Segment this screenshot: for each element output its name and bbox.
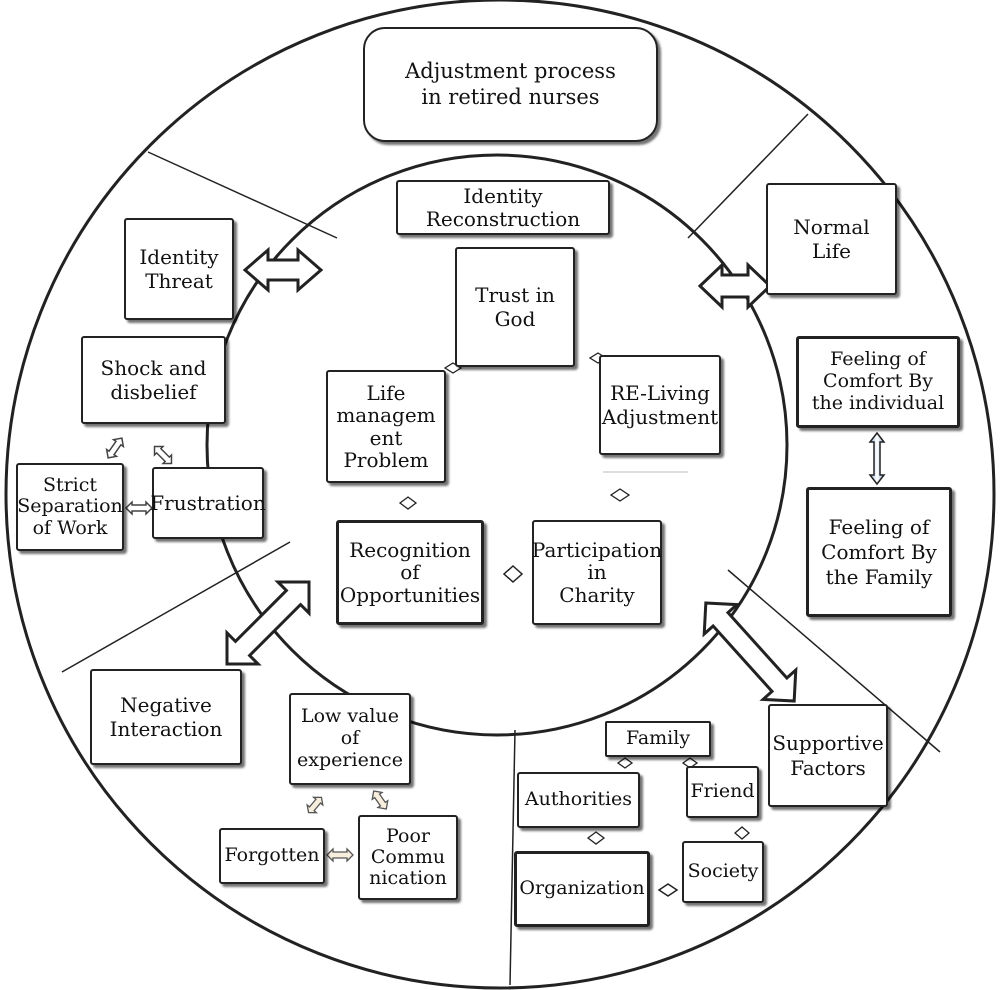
authorities-text: Authorities (524, 788, 633, 811)
frustration-box: Frustration (150, 467, 266, 539)
diamond-connector (734, 826, 750, 840)
inner-circle (205, 153, 789, 737)
forgotten-text: Forgotten (224, 844, 320, 867)
double-arrow-comfort (868, 431, 886, 486)
charity-text: Participation in Charity (531, 537, 663, 607)
normal-life-box: Normal Life (766, 183, 897, 295)
low-value-text: Low value of experience (297, 705, 403, 771)
double-arrow-negative-interaction (225, 580, 311, 666)
identity-threat-box: Identity Threat (124, 218, 234, 320)
arrow-shock-frustration (153, 445, 173, 465)
negative-interaction-box: Negative Interaction (90, 669, 242, 765)
double-arrow-normal-life (697, 261, 773, 311)
comfort-family-text: Feeling of Comfort By the Family (821, 514, 937, 589)
friend-text: Friend (690, 780, 755, 803)
diamond-connector (657, 883, 679, 897)
life-management-box: Life managem ent Problem (326, 370, 446, 483)
shock-text: Shock and disbelief (100, 355, 207, 404)
arrow-forgotten-poorcomm (326, 847, 354, 863)
reliving-adjustment-box: RE-Living Adjustment (599, 355, 721, 455)
diamond-connector (609, 488, 631, 502)
divider-top-left (147, 151, 338, 239)
family-text: Family (625, 727, 691, 750)
family-box: Family (605, 721, 711, 757)
strict-separation-text: Strict Separation of Work (17, 474, 123, 539)
title-text: Adjustment process in retired nurses (405, 58, 616, 109)
arrow-shock-strict (105, 437, 125, 459)
comfort-individual-box: Feeling of Comfort By the individual (796, 336, 960, 428)
divider-right (727, 569, 941, 753)
identity-reconstruction-text: Identity Reconstruction (425, 183, 581, 231)
poor-communication-text: Poor Commu nication (369, 824, 447, 890)
friend-box: Friend (686, 766, 759, 818)
title-box: Adjustment process in retired nurses (363, 27, 658, 142)
comfort-individual-text: Feeling of Comfort By the individual (811, 348, 945, 414)
organization-text: Organization (519, 877, 645, 900)
diamond-connector (398, 496, 418, 510)
double-arrow-identity-threat (242, 246, 324, 294)
frustration-text: Frustration (150, 490, 266, 515)
reliving-adjustment-text: RE-Living Adjustment (601, 380, 719, 429)
identity-reconstruction-box: Identity Reconstruction (396, 180, 610, 235)
forgotten-box: Forgotten (219, 828, 325, 884)
identity-threat-text: Identity Threat (139, 244, 219, 293)
outer-circle (4, 0, 996, 990)
negative-interaction-text: Negative Interaction (109, 692, 223, 741)
double-arrow-supportive-factors (702, 601, 798, 703)
divider-left (61, 541, 291, 673)
supportive-factors-box: Supportive Factors (768, 704, 888, 807)
trust-in-god-text: Trust in God (475, 282, 555, 331)
poor-communication-box: Poor Commu nication (358, 815, 458, 900)
trust-in-god-box: Trust in God (455, 247, 575, 367)
comfort-family-box: Feeling of Comfort By the Family (806, 487, 952, 617)
organization-box: Organization (514, 851, 650, 927)
life-management-text: Life managem ent Problem (336, 380, 436, 472)
normal-life-text: Normal Life (793, 214, 870, 263)
arrow-lowvalue-forgotten (306, 796, 324, 814)
divider-top-right (687, 113, 809, 239)
arrow-lowvalue-poorcomm (371, 790, 389, 810)
shock-box: Shock and disbelief (81, 336, 226, 424)
supportive-factors-text: Supportive Factors (772, 731, 884, 780)
arrow-strict-frustration (124, 500, 154, 516)
divider-bottom (509, 729, 516, 986)
diamond-connector (586, 831, 606, 845)
recognition-text: Recognition of Opportunities (339, 537, 481, 607)
diamond-connector (616, 757, 634, 769)
low-value-box: Low value of experience (289, 693, 411, 785)
society-box: Society (682, 841, 764, 903)
recognition-box: Recognition of Opportunities (336, 520, 484, 625)
strict-separation-box: Strict Separation of Work (16, 463, 124, 551)
charity-box: Participation in Charity (532, 520, 662, 625)
authorities-box: Authorities (517, 772, 640, 828)
society-text: Society (687, 860, 759, 883)
diamond-connector (502, 564, 524, 584)
